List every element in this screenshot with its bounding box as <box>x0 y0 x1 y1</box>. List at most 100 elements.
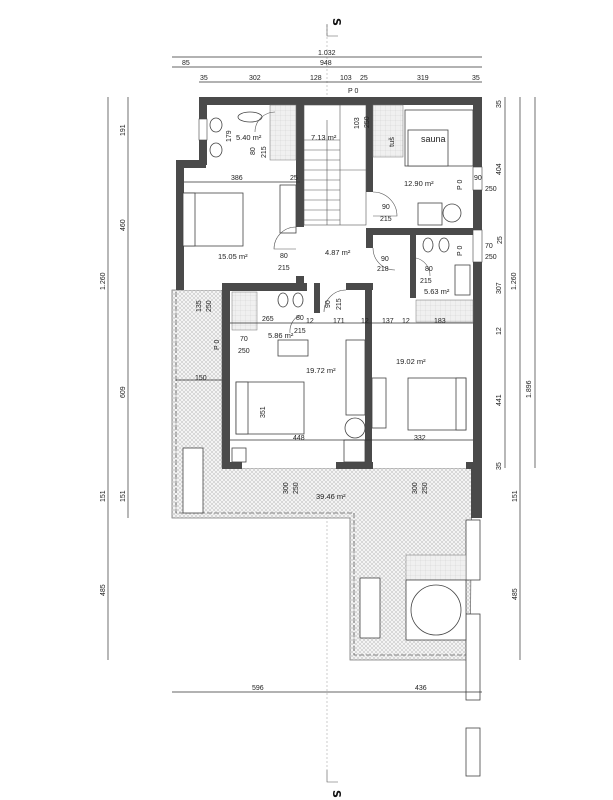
level-marks: P 0 P 0 P 0 P 0 <box>214 88 464 350</box>
dimension-label: 441 <box>496 394 503 406</box>
bidet-icon <box>209 142 223 158</box>
dimension-label: 215 <box>294 328 306 335</box>
dimension-label: 215 <box>420 278 432 285</box>
dimension-label: 12 <box>402 318 410 325</box>
room-labels: 5.40 m² 7.13 m² tuš sauna 12.90 m² 15.05… <box>218 133 450 501</box>
dimension-label: 12 <box>306 318 314 325</box>
dimension-label: 70 <box>485 243 493 250</box>
dimension-label: 12 <box>361 318 369 325</box>
dimension-label: 300 <box>283 482 290 494</box>
dimension-label: 85 <box>182 60 190 67</box>
walls <box>176 97 482 518</box>
dimension-label: 404 <box>496 163 503 175</box>
dimension-label: 436 <box>415 685 427 692</box>
dimension-label: 1.032 <box>318 50 336 57</box>
dimension-label: 90 <box>325 300 332 308</box>
dimension-label: 103 <box>354 117 361 129</box>
dimension-label: 137 <box>382 318 394 325</box>
dimension-label: 448 <box>293 435 305 442</box>
shower-tray <box>372 104 404 158</box>
dimension-label: 128 <box>310 75 322 82</box>
section-marker-top: S <box>330 18 343 26</box>
dimension-label: 1.896 <box>526 380 533 398</box>
chimney <box>231 447 247 463</box>
dimension-label: 80 <box>280 253 288 260</box>
left-dimensions: 191 460 1.260 609 151 151 485 <box>100 124 127 596</box>
dimension-label: 151 <box>100 490 107 502</box>
dimension-label: P 0 <box>457 180 464 190</box>
door-swings <box>254 111 431 334</box>
dimension-label: 250 <box>422 482 429 494</box>
dimension-label: 90 <box>381 256 389 263</box>
staircase <box>303 104 367 226</box>
windows <box>198 118 483 777</box>
dimension-label: 90 <box>382 204 390 211</box>
dimension-label: 1.260 <box>100 272 107 290</box>
dimension-label: 302 <box>249 75 261 82</box>
shower-mid <box>231 291 258 331</box>
dimension-label: 35 <box>496 462 503 470</box>
fixtures <box>182 104 474 641</box>
bidet-icon <box>292 292 304 308</box>
dimension-label: 25 <box>290 175 298 182</box>
dimension-label: P 0 <box>348 88 358 95</box>
dimension-label: 250 <box>293 482 300 494</box>
dimension-lines <box>107 56 536 693</box>
dimension-label: 948 <box>320 60 332 67</box>
room-area: 15.05 m² <box>218 252 248 261</box>
jacuzzi-tub <box>410 584 462 636</box>
dimension-label: 70 <box>240 336 248 343</box>
dimension-label: 151 <box>512 490 519 502</box>
terrace-edge <box>175 292 466 656</box>
dimension-label: 135 <box>196 300 203 312</box>
dimension-label: 460 <box>120 219 127 231</box>
dimension-label: 351 <box>260 406 267 418</box>
dimension-label: 215 <box>380 216 392 223</box>
interior-floor <box>176 97 482 468</box>
room-area: 19.02 m² <box>396 357 426 366</box>
room-area: 19.72 m² <box>306 366 336 375</box>
room-area: 5.63 m² <box>424 287 450 296</box>
dimension-label: 151 <box>120 490 127 502</box>
inner-dimensions: 179 80 215 103 250 386 25 90 215 90 250 … <box>195 116 497 494</box>
jacuzzi-step <box>405 554 467 581</box>
room-area: 5.86 m² <box>268 331 294 340</box>
room-area: 4.87 m² <box>325 248 351 257</box>
toilet-icon <box>422 237 434 253</box>
top-dimensions: 1.032 85 948 35 302 128 103 25 319 35 <box>182 50 480 82</box>
dimension-label: 35 <box>496 100 503 108</box>
wardrobe-left <box>279 184 297 234</box>
wardrobe-right <box>371 377 387 429</box>
dimension-label: 596 <box>252 685 264 692</box>
dimension-label: 179 <box>226 130 233 142</box>
toilet-icon <box>277 292 289 308</box>
dimension-label: 171 <box>333 318 345 325</box>
dimension-label: 25 <box>360 75 368 82</box>
room-label: sauna <box>421 134 446 144</box>
dimension-label: 609 <box>120 386 127 398</box>
round-table <box>442 203 462 223</box>
dimension-label: 80 <box>425 266 433 273</box>
right-dimensions: 35 404 25 307 12 441 35 151 1.260 1.896 … <box>496 100 533 600</box>
bath-top-shower <box>269 104 297 161</box>
dimension-label: 1.260 <box>511 272 518 290</box>
section-marker-bottom: S <box>330 790 343 798</box>
dimension-label: 218 <box>377 266 389 273</box>
room-area: 5.40 m² <box>236 133 262 142</box>
dimension-label: 90 <box>474 175 482 182</box>
dimension-label: 183 <box>434 318 446 325</box>
bottom-dimensions: 596 436 <box>252 685 427 692</box>
dimension-label: 250 <box>206 300 213 312</box>
chair <box>417 202 443 226</box>
dimension-label: 25 <box>497 236 504 244</box>
shower-right <box>415 299 474 323</box>
dimension-label: P 0 <box>214 340 221 350</box>
dimension-label: 300 <box>412 482 419 494</box>
dimension-label: 250 <box>485 254 497 261</box>
dimension-label: 191 <box>120 124 127 136</box>
round-table <box>344 417 366 439</box>
sink-right <box>454 264 471 296</box>
sink-mid <box>277 339 309 357</box>
dimension-label: 250 <box>238 348 250 355</box>
